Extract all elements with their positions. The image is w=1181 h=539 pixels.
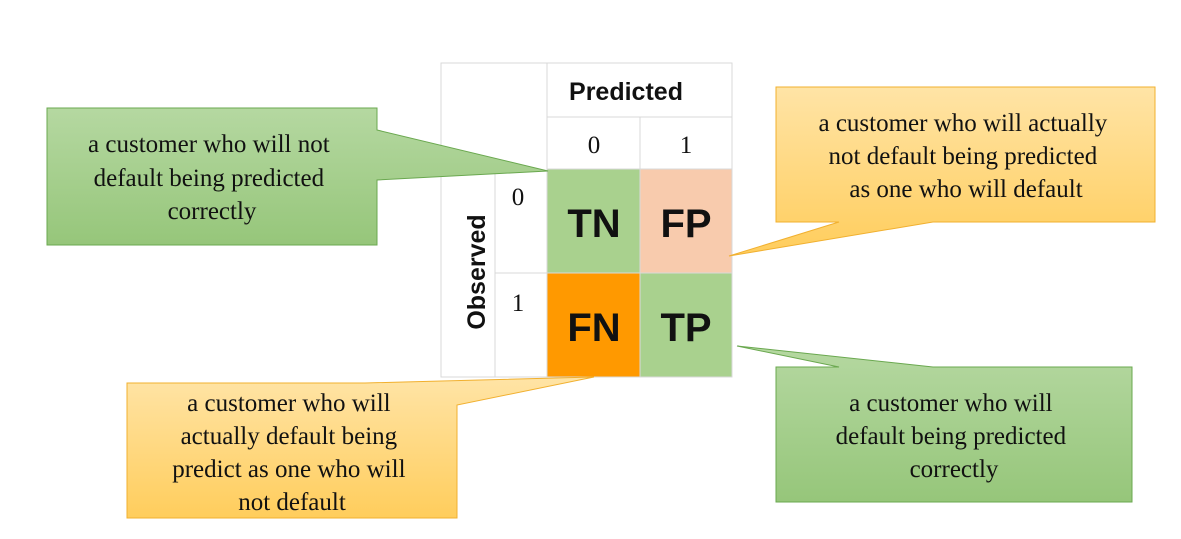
cell-fp-label: FP — [660, 202, 711, 246]
callout-tp-bubble — [736, 345, 1133, 503]
observed-value-0: 0 — [512, 184, 525, 211]
callout-fn-line: predict as one who will — [172, 456, 405, 483]
callout-tp-line: correctly — [910, 456, 999, 483]
callout-fp-text: a customer who will actually not default… — [818, 110, 1113, 203]
callout-fp-line: not default being predicted — [829, 143, 1098, 170]
callout-tp-line: a customer who will — [849, 390, 1052, 417]
callout-tp-line: default being predicted — [836, 423, 1067, 450]
observed-header: Observed — [463, 214, 491, 329]
callout-fp-line: as one who will default — [849, 176, 1082, 203]
cell-fp — [639, 168, 733, 274]
callout-tn-line: correctly — [168, 198, 257, 225]
callout-fp-bubble — [728, 86, 1156, 257]
callout-false-negative: a customer who will actually default bei… — [126, 376, 595, 519]
matrix-grid: Predicted 0 1 Observed 0 1 TN FP FN TP — [440, 62, 733, 378]
callout-true-negative: a customer who will not default being pr… — [46, 107, 549, 246]
predicted-header: Predicted — [569, 78, 683, 106]
cell-fn — [546, 272, 641, 378]
predicted-value-1: 1 — [680, 132, 693, 159]
callout-true-positive: a customer who will default being predic… — [736, 345, 1133, 503]
cell-fn-label: FN — [567, 306, 620, 350]
callout-fp-line: a customer who will actually — [818, 110, 1107, 137]
callout-fn-line: actually default being — [181, 423, 398, 450]
callout-tn-line: default being predicted — [94, 165, 325, 192]
callout-fn-text: a customer who will actually default bei… — [172, 390, 412, 516]
cell-tn-label: TN — [567, 202, 620, 246]
cell-tp — [639, 272, 733, 378]
callout-false-positive: a customer who will actually not default… — [728, 86, 1156, 257]
callout-tn-bubble — [46, 107, 549, 246]
callout-fn-line: not default — [238, 489, 346, 516]
predicted-value-0: 0 — [588, 132, 601, 159]
callout-tn-line: a customer who will not — [88, 131, 330, 158]
callout-tp-text: a customer who will default being predic… — [836, 390, 1073, 483]
callout-fn-line: a customer who will — [187, 390, 390, 417]
observed-value-1: 1 — [512, 290, 525, 317]
callout-tn-text: a customer who will not default being pr… — [88, 131, 336, 225]
cell-tp-label: TP — [660, 306, 711, 350]
callout-fn-bubble — [126, 376, 595, 519]
